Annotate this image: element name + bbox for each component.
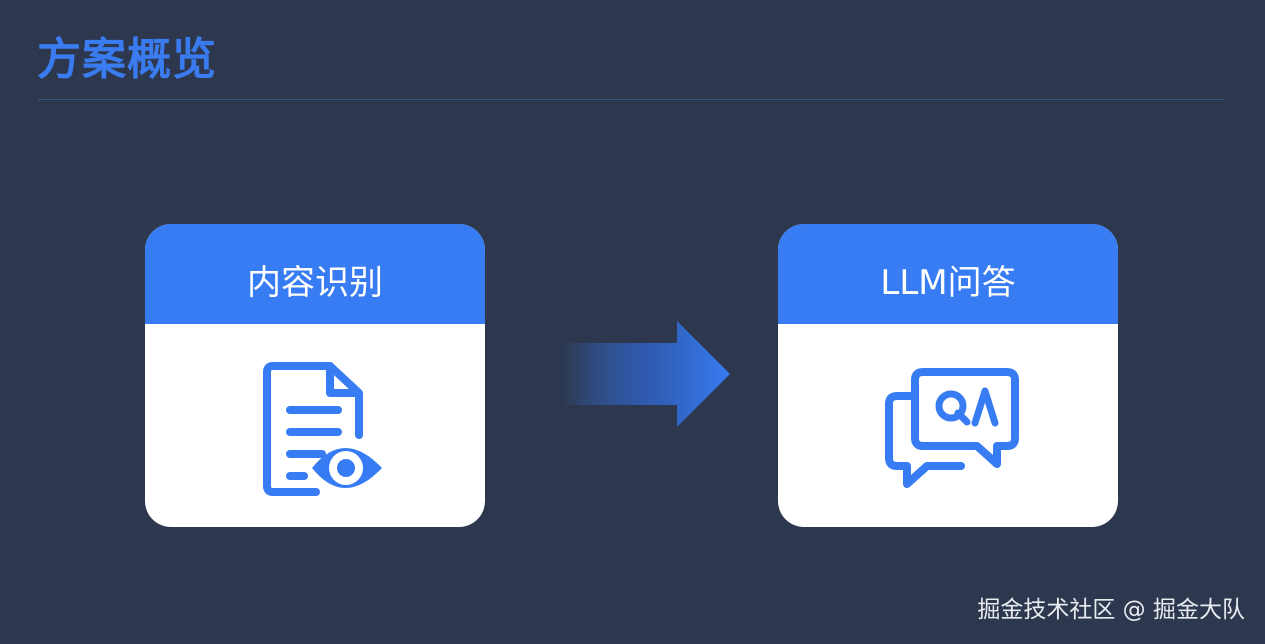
llm-qa-card-body bbox=[778, 324, 1118, 527]
watermark: 掘金技术社区 @ 掘金大队 bbox=[977, 597, 1245, 623]
title-divider bbox=[38, 99, 1225, 100]
page-title: 方案概览 bbox=[37, 34, 217, 85]
content-recognition-card-header: 内容识别 bbox=[145, 224, 485, 324]
content-recognition-card-body bbox=[145, 324, 485, 527]
llm-qa-card-header: LLM问答 bbox=[778, 224, 1118, 324]
qa-chat-bubbles-icon bbox=[885, 368, 1019, 488]
content-recognition-card: 内容识别 bbox=[145, 224, 485, 527]
llm-qa-card: LLM问答 bbox=[778, 224, 1118, 527]
right-arrow-icon bbox=[562, 321, 730, 427]
document-eye-icon bbox=[263, 362, 382, 496]
